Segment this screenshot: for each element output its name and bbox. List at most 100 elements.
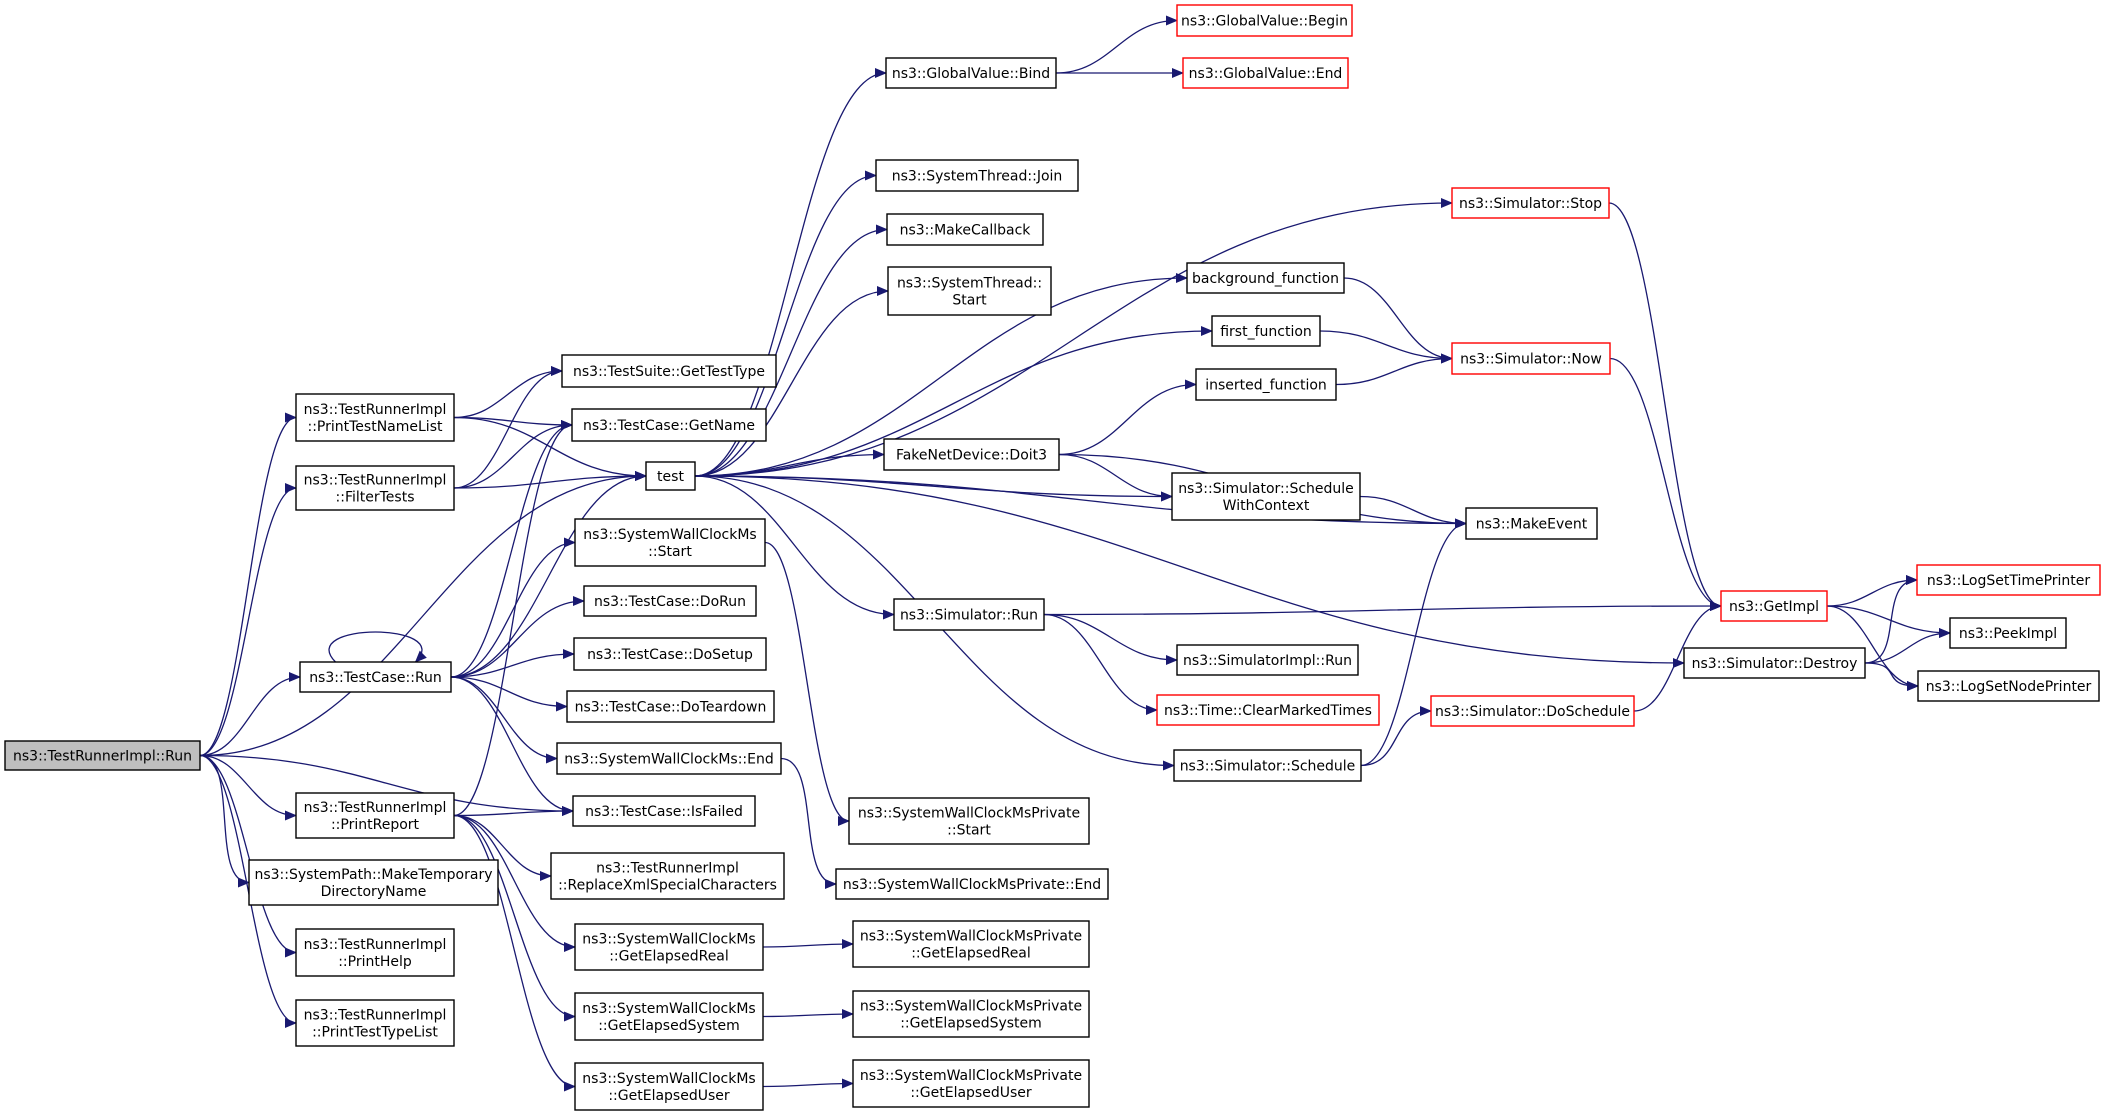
call-edge-print_report-to-get_name — [453, 420, 573, 817]
node-first-function[interactable]: first_function — [1211, 315, 1321, 347]
call-edge-sim_schedule-to-sim_do_schedule — [1360, 706, 1432, 767]
node-background-function[interactable]: background_function — [1186, 262, 1345, 294]
node-label: ns3::Simulator::Stop — [1459, 196, 1602, 212]
call-edge-fake_doit3-to-sim_schedule_with_context — [1058, 453, 1173, 502]
node-print-test-name-list[interactable]: ns3::TestRunnerImpl::PrintTestNameList — [295, 393, 455, 442]
node-sim-schedule[interactable]: ns3::Simulator::Schedule — [1173, 749, 1362, 782]
call-edge-swc_elapsed_real-to-swcp_elapsed_real — [762, 939, 854, 950]
node-get-test-type[interactable]: ns3::TestSuite::GetTestType — [561, 354, 777, 388]
call-edge-line — [1319, 330, 1453, 364]
node-test[interactable]: test — [645, 461, 696, 491]
call-edge-filter_tests-to-get_name — [453, 420, 573, 489]
node-get-impl[interactable]: ns3::GetImpl — [1720, 590, 1828, 622]
node-sim-run[interactable]: ns3::Simulator::Run — [893, 598, 1045, 631]
node-box — [299, 661, 452, 693]
node-is-failed[interactable]: ns3::TestCase::IsFailed — [572, 795, 756, 827]
node-label: ns3::TestCase::DoSetup — [587, 647, 753, 663]
node-label: ns3::PeekImpl — [1959, 626, 2057, 642]
node-print-help[interactable]: ns3::TestRunnerImpl::PrintHelp — [295, 928, 455, 977]
node-run-main[interactable]: ns3::TestRunnerImpl::Run — [4, 740, 201, 771]
node-label: ns3::TestSuite::GetTestType — [573, 364, 765, 380]
node-do-run[interactable]: ns3::TestCase::DoRun — [583, 585, 757, 617]
node-label: ns3::Simulator::Schedule — [1180, 759, 1356, 775]
node-label: ns3::Time::ClearMarkedTimes — [1164, 703, 1372, 719]
call-edge-run_main-to-filter_tests — [199, 483, 297, 757]
node-gv-end[interactable]: ns3::GlobalValue::End — [1182, 57, 1349, 89]
node-log-set-node-printer[interactable]: ns3::LogSetNodePrinter — [1917, 670, 2100, 702]
node-box — [1171, 472, 1361, 521]
call-edge-line — [199, 754, 574, 816]
call-edge-line — [1633, 601, 1722, 712]
node-label: ns3::TestRunnerImpl — [304, 473, 447, 489]
node-label: ::GetElapsedReal — [911, 946, 1031, 962]
node-print-report[interactable]: ns3::TestRunnerImpl::PrintReport — [295, 792, 455, 839]
node-testcase-run[interactable]: ns3::TestCase::Run — [299, 661, 452, 693]
node-log-set-time-printer[interactable]: ns3::LogSetTimePrinter — [1916, 564, 2101, 596]
node-make-temp-dir[interactable]: ns3::SystemPath::MakeTemporaryDirectoryN… — [248, 859, 499, 906]
node-swcp-end[interactable]: ns3::SystemWallClockMsPrivate::End — [835, 868, 1109, 900]
call-edge-line — [450, 676, 574, 816]
call-edge-gv_bind-to-gv_begin — [1055, 15, 1178, 74]
call-edge-line — [1608, 202, 1722, 611]
node-replace-xml[interactable]: ns3::TestRunnerImpl::ReplaceXmlSpecialCh… — [550, 852, 785, 900]
call-edge-line — [1043, 613, 1158, 715]
node-swc-elapsed-real[interactable]: ns3::SystemWallClockMs::GetElapsedReal — [574, 923, 764, 971]
node-do-setup[interactable]: ns3::TestCase::DoSetup — [573, 637, 767, 671]
call-edge-swc_end-to-swcp_end — [780, 757, 837, 889]
node-clear-marked-times[interactable]: ns3::Time::ClearMarkedTimes — [1156, 694, 1380, 726]
node-fake-doit3[interactable]: FakeNetDevice::Doit3 — [883, 438, 1060, 471]
call-edge-line — [694, 273, 1188, 477]
node-swcp-elapsed-real[interactable]: ns3::SystemWallClockMsPrivate::GetElapse… — [852, 920, 1090, 968]
call-edge-swc_elapsed_system-to-swcp_elapsed_system — [762, 1009, 854, 1020]
node-gv-bind[interactable]: ns3::GlobalValue::Bind — [885, 57, 1057, 89]
node-inserted-function[interactable]: inserted_function — [1195, 368, 1337, 401]
node-swc-elapsed-user[interactable]: ns3::SystemWallClockMs::GetElapsedUser — [574, 1062, 764, 1111]
node-label: ns3::SystemPath::MakeTemporary — [254, 867, 492, 883]
node-swc-end[interactable]: ns3::SystemWallClockMs::End — [556, 742, 782, 775]
node-print-test-type-list[interactable]: ns3::TestRunnerImpl::PrintTestTypeList — [295, 999, 455, 1047]
node-swc-elapsed-system[interactable]: ns3::SystemWallClockMs::GetElapsedSystem — [574, 992, 764, 1041]
call-edge-line — [1864, 575, 1918, 664]
call-edge-line — [1826, 575, 1918, 607]
node-sim-stop[interactable]: ns3::Simulator::Stop — [1451, 187, 1610, 219]
node-gv-begin[interactable]: ns3::GlobalValue::Begin — [1176, 4, 1353, 37]
call-edge-test-to-make_event — [694, 475, 1467, 529]
call-edge-run_main-to-print_help — [199, 754, 297, 958]
node-box — [566, 690, 775, 723]
call-edge-testcase_run-to-do_run — [450, 596, 585, 678]
call-edge-line — [450, 471, 647, 678]
node-label: ns3::TestRunnerImpl::Run — [13, 749, 192, 765]
call-edge-line — [199, 754, 297, 958]
node-st-start[interactable]: ns3::SystemThread::Start — [887, 266, 1052, 316]
node-make-event[interactable]: ns3::MakeEvent — [1465, 507, 1598, 540]
node-swc-start[interactable]: ns3::SystemWallClockMs::Start — [574, 518, 766, 567]
node-box — [295, 999, 455, 1047]
node-swcp-elapsed-system[interactable]: ns3::SystemWallClockMsPrivate::GetElapse… — [852, 990, 1090, 1038]
call-edge-background_function-to-sim_now — [1343, 277, 1453, 364]
call-edge-line — [450, 420, 573, 678]
node-label: ns3::SystemWallClockMsPrivate::End — [843, 877, 1101, 893]
node-st-join[interactable]: ns3::SystemThread::Join — [875, 159, 1079, 192]
node-do-teardown[interactable]: ns3::TestCase::DoTeardown — [566, 690, 775, 723]
node-swcp-start[interactable]: ns3::SystemWallClockMsPrivate::Start — [848, 797, 1090, 845]
call-edge-line — [1055, 15, 1178, 74]
node-filter-tests[interactable]: ns3::TestRunnerImpl::FilterTests — [295, 465, 455, 511]
node-peek-impl[interactable]: ns3::PeekImpl — [1949, 617, 2067, 649]
node-label: ::PrintTestTypeList — [312, 1025, 438, 1041]
node-sim-now[interactable]: ns3::Simulator::Now — [1451, 342, 1611, 375]
node-sim-do-schedule[interactable]: ns3::Simulator::DoSchedule — [1430, 695, 1635, 727]
node-box — [1949, 617, 2067, 649]
call-edge-print_report-to-swc_elapsed_real — [453, 814, 576, 952]
node-box — [885, 57, 1057, 89]
call-edge-run_main-to-make_temp_dir — [199, 754, 250, 888]
node-get-name[interactable]: ns3::TestCase::GetName — [571, 408, 767, 442]
node-box — [574, 1062, 764, 1111]
node-label: ns3::TestRunnerImpl — [304, 800, 447, 816]
node-box — [1173, 749, 1362, 782]
node-swcp-elapsed-user[interactable]: ns3::SystemWallClockMsPrivate::GetElapse… — [852, 1059, 1090, 1108]
call-edge-line — [453, 416, 647, 481]
node-make-callback[interactable]: ns3::MakeCallback — [886, 213, 1044, 246]
node-simimpl-run[interactable]: ns3::SimulatorImpl::Run — [1176, 644, 1359, 676]
node-sim-destroy[interactable]: ns3::Simulator::Destroy — [1683, 647, 1866, 679]
